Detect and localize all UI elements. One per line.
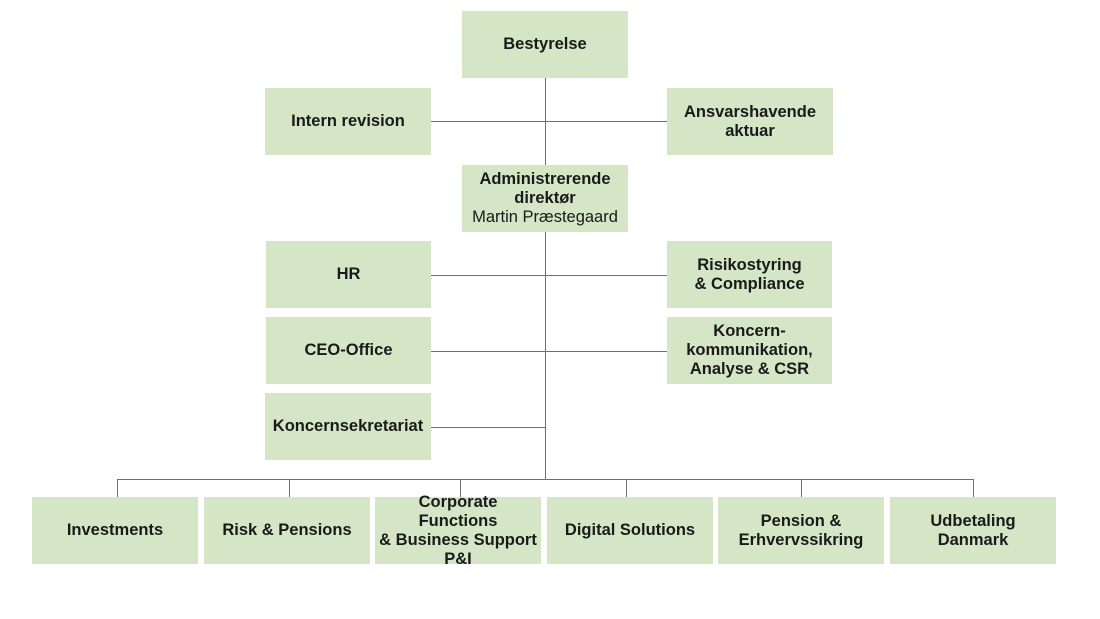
division-label-line2: Danmark — [937, 530, 1009, 549]
connector-office-communication — [431, 351, 667, 352]
division-label-line1: Corporate Functions — [418, 492, 498, 530]
division-label-line1: Udbetaling — [930, 511, 1016, 530]
division-investments-box: Investments — [32, 497, 198, 564]
division-label-line1: Pension & — [760, 511, 842, 530]
board-label: Bestyrelse — [503, 35, 587, 53]
division-corporate-functions-box: Corporate Functions & Business Support P… — [375, 493, 541, 568]
connector-division-2 — [289, 479, 290, 497]
division-label-line1: Digital Solutions — [564, 521, 696, 539]
communication-label-line2: kommunikation, — [686, 341, 813, 359]
risk-compliance-label-line2: & Compliance — [694, 274, 805, 293]
actuary-box: Ansvarshavende aktuar — [667, 88, 833, 155]
actuary-label-line2: aktuar — [725, 121, 775, 140]
risk-compliance-label-line1: Risikostyring — [697, 255, 802, 274]
hr-label: HR — [336, 265, 361, 283]
internal-audit-box: Intern revision — [265, 88, 431, 155]
connector-hr-risk — [431, 275, 667, 276]
ceo-name: Martin Præstegaard — [472, 208, 618, 226]
division-udbetaling-danmark-box: Udbetaling Danmark — [890, 497, 1056, 564]
actuary-label-line1: Ansvarshavende — [683, 102, 817, 121]
ceo-title-line1: Administrerende — [479, 170, 611, 188]
division-label-line2: & Business Support — [379, 530, 537, 549]
ceo-box: Administrerende direktør Martin Præstega… — [462, 165, 628, 232]
division-label-line1: Risk & Pensions — [222, 521, 352, 539]
ceo-title-line2: direktør — [514, 189, 576, 207]
division-risk-pensions-box: Risk & Pensions — [204, 497, 370, 564]
division-pension-erhvervssikring-box: Pension & Erhvervssikring — [718, 497, 884, 564]
ceo-office-label: CEO-Office — [304, 341, 393, 359]
communication-box: Koncern- kommunikation, Analyse & CSR — [667, 317, 832, 384]
connector-audit-actuary — [431, 121, 667, 122]
connector-divisions-bus — [117, 479, 974, 480]
connector-division-3 — [460, 479, 461, 497]
division-label-line3: P&I — [444, 549, 472, 568]
connector-division-4 — [626, 479, 627, 497]
communication-label-line1: Koncern- — [713, 322, 786, 340]
connector-division-1 — [117, 479, 118, 497]
communication-label-line3: Analyse & CSR — [689, 360, 810, 378]
connector-division-5 — [801, 479, 802, 497]
connector-secretariat — [431, 427, 546, 428]
secretariat-label: Koncernsekretariat — [272, 417, 424, 435]
connector-main-trunk — [545, 78, 546, 479]
ceo-office-box: CEO-Office — [266, 317, 431, 384]
division-digital-solutions-box: Digital Solutions — [547, 497, 713, 564]
division-label-line2: Erhvervssikring — [738, 530, 864, 549]
risk-compliance-box: Risikostyring & Compliance — [667, 241, 832, 308]
connector-division-6 — [973, 479, 974, 497]
internal-audit-label: Intern revision — [291, 112, 405, 130]
hr-box: HR — [266, 241, 431, 308]
board-box: Bestyrelse — [462, 11, 628, 78]
division-label-line1: Investments — [66, 521, 164, 539]
secretariat-box: Koncernsekretariat — [265, 393, 431, 460]
